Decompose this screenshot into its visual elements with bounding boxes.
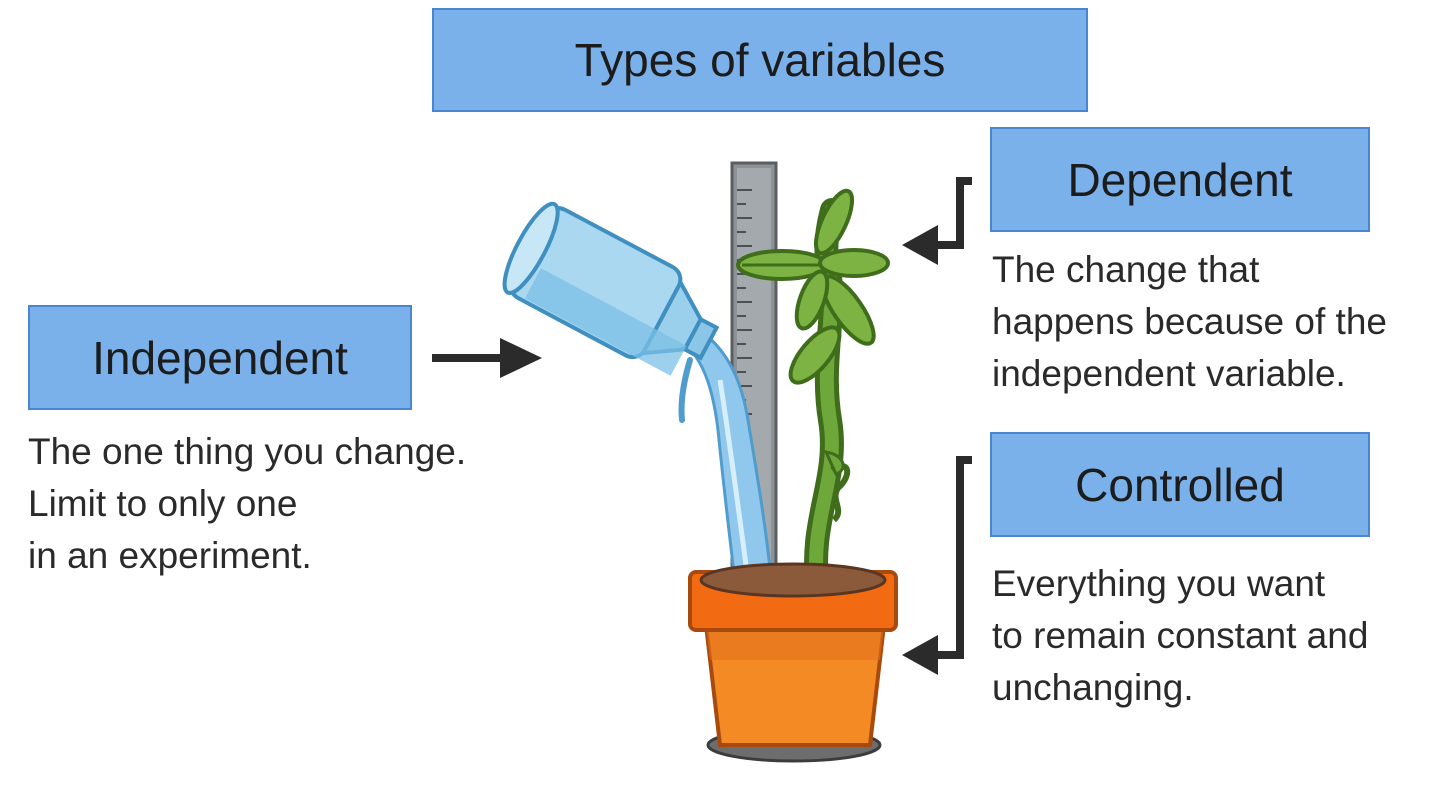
dependent-description-line: independent variable.	[992, 353, 1346, 394]
controlled-label: Controlled	[1075, 458, 1285, 511]
diagram-title: Types of variables	[432, 8, 1088, 112]
independent-description-line: The one thing you change.	[28, 431, 467, 472]
flower-pot-icon	[688, 562, 898, 763]
dependent-description-line: happens because of the	[992, 301, 1387, 342]
controlled-description-line: Everything you want	[992, 563, 1326, 604]
independent-description: The one thing you change. Limit to only …	[28, 426, 466, 582]
independent-label-box: Independent	[28, 305, 412, 410]
independent-label: Independent	[92, 331, 348, 384]
dependent-description: The change that happens because of the i…	[992, 244, 1387, 400]
watering-bottle-icon	[502, 201, 720, 376]
controlled-description: Everything you want to remain constant a…	[992, 558, 1368, 714]
independent-arrow-icon	[432, 338, 542, 378]
controlled-label-box: Controlled	[990, 432, 1370, 537]
independent-description-line: Limit to only one	[28, 483, 298, 524]
independent-description-line: in an experiment.	[28, 535, 312, 576]
diagram-title-text: Types of variables	[574, 34, 946, 86]
dependent-description-line: The change that	[992, 249, 1260, 290]
controlled-description-line: unchanging.	[992, 667, 1194, 708]
plant-icon	[736, 188, 890, 602]
dependent-label-box: Dependent	[990, 127, 1370, 232]
dependent-arrow-icon	[902, 177, 972, 265]
controlled-arrow-icon	[902, 456, 972, 675]
controlled-description-line: to remain constant and	[992, 615, 1369, 656]
dependent-label: Dependent	[1067, 153, 1293, 206]
